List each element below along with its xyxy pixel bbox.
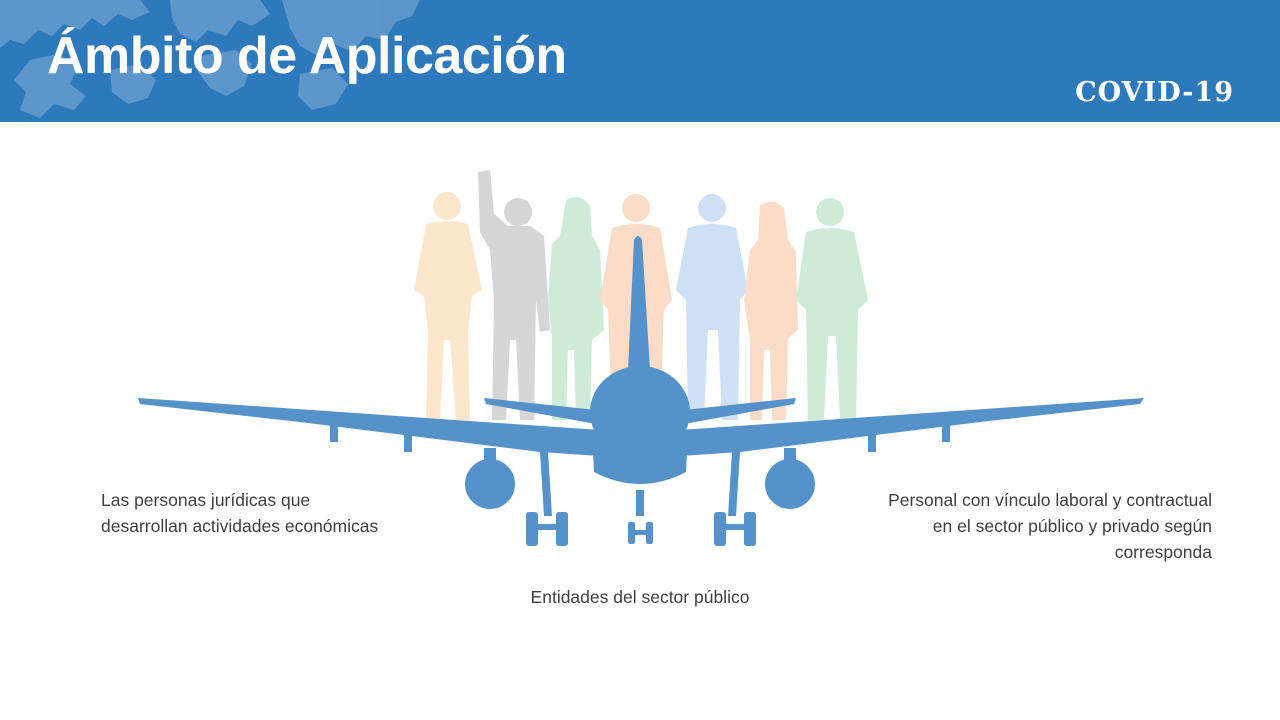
illustration	[138, 170, 1144, 546]
caption-personnel: Personal con vínculo laboral y contractu…	[888, 490, 1212, 562]
airplane-icon	[138, 236, 1144, 546]
caption-public-sector: Entidades del sector público	[530, 587, 750, 607]
header-banner: Ámbito de Aplicación COVID-19	[0, 0, 1280, 122]
page-title: Ámbito de Aplicación	[47, 27, 567, 85]
covid-badge: COVID-19	[1075, 77, 1234, 108]
caption-legal-entities: Las personas jurídicas que desarrollan a…	[101, 490, 379, 536]
world-map-icon	[0, 0, 420, 118]
